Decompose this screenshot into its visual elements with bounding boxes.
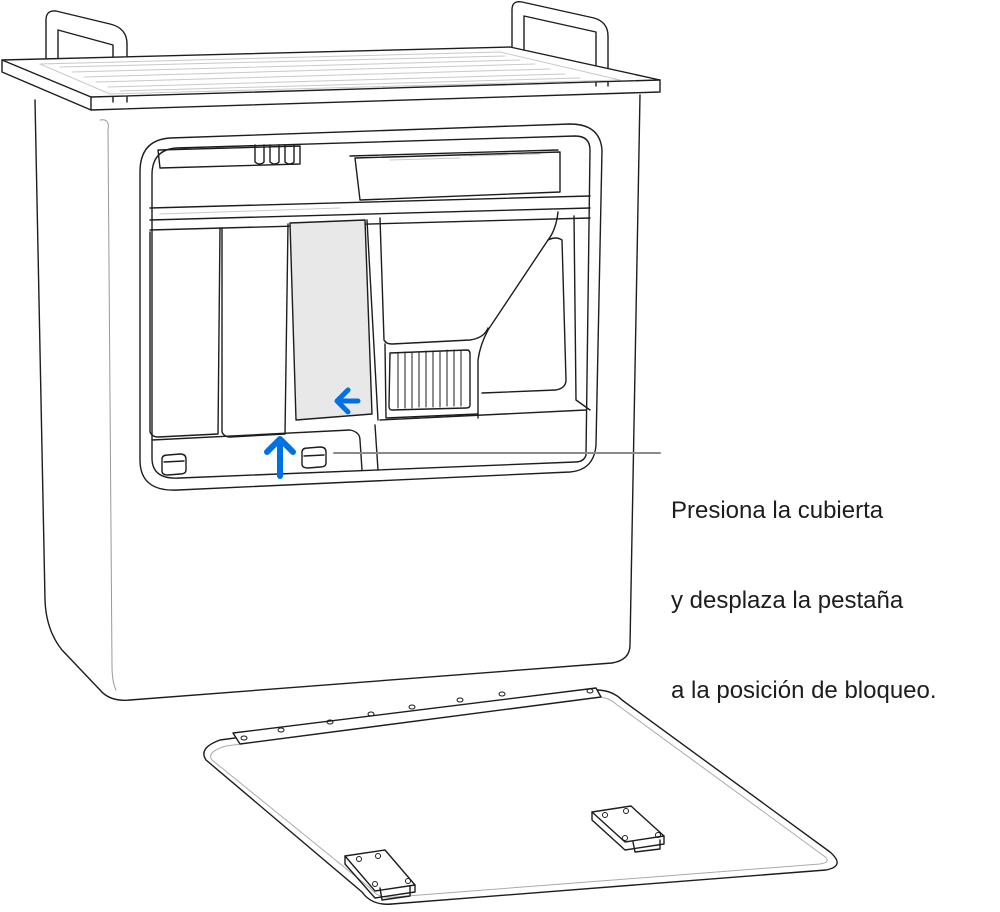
right-handle [511,0,609,87]
up-arrow-icon [264,436,296,479]
left-lock-tab [161,453,187,476]
right-lock-tab [301,446,327,469]
cover-latch-right [591,805,665,853]
interior-opening [139,123,603,491]
top-grill-plate [1,46,661,111]
cover-latch-left [344,849,416,901]
internal-panel [366,211,591,421]
side-cover [203,687,838,905]
callout-line-2: y desplaza la pestaña [671,587,904,614]
left-arrow-icon [334,387,361,415]
bottom-ledge [151,409,587,471]
callout-line-1: Presiona la cubierta [671,497,884,524]
mac-pro-body [34,94,641,701]
highlighted-module [289,219,373,421]
callout-instruction: Presiona la cubierta y desplaza la pesta… [671,436,937,736]
callout-line-3: a la posición de bloqueo. [671,677,937,704]
